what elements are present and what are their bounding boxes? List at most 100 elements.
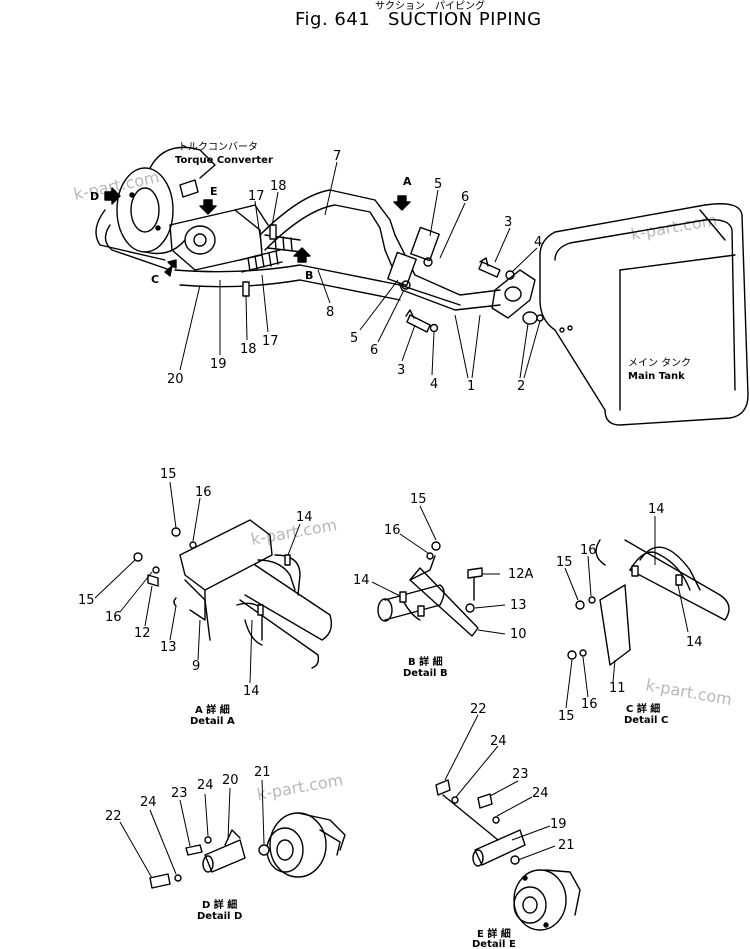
detail-d-drawing [149, 812, 346, 889]
callout-a-14-upper: 14 [296, 510, 313, 525]
detail-a-drawing [133, 519, 333, 669]
figure-number: Fig. 641 [295, 9, 370, 30]
pipe-left-loop [95, 209, 171, 271]
main-callouts: 7 5 6 3 4 18 17 8 5 6 3 4 1 2 20 19 18 1… [167, 149, 542, 394]
callout-3-upper: 3 [504, 215, 512, 230]
callout-a-16-lower: 16 [105, 610, 122, 625]
torque-converter [116, 146, 216, 255]
bolt-3-lower [405, 309, 439, 333]
callout-c-15-upper: 15 [556, 555, 573, 570]
figure-title: SUCTION PIPING [388, 9, 542, 30]
detail-c-leaders [564, 516, 689, 709]
callout-19: 19 [210, 357, 227, 372]
bolt-3-upper [478, 257, 515, 280]
callout-c-16-upper: 16 [580, 543, 597, 558]
callout-e-21: 21 [558, 838, 575, 853]
callout-2: 2 [517, 379, 525, 394]
callout-d-23: 23 [171, 786, 188, 801]
callout-c-15-lower: 15 [558, 709, 575, 724]
detail-b-callouts: 15 16 14 12A 13 10 B 詳 細 Detail B [353, 492, 534, 679]
detail-e-callouts: 22 24 23 24 19 21 E 詳 細 Detail E [470, 702, 575, 949]
view-arrow-b [293, 247, 311, 263]
callout-e-22: 22 [470, 702, 487, 717]
detail-b-jp: B 詳 細 [408, 655, 443, 668]
callout-d-22: 22 [105, 809, 122, 824]
callout-20: 20 [167, 372, 184, 387]
callout-18-lower: 18 [240, 342, 257, 357]
main-assembly [95, 146, 749, 426]
main-tank-jp: メイン タンク [628, 357, 691, 369]
callout-b-16: 16 [384, 523, 401, 538]
detail-a-jp: A 詳 細 [195, 703, 230, 716]
callout-a-9: 9 [192, 659, 200, 674]
detail-c-label: Detail C [624, 715, 668, 726]
callout-c-14-lower: 14 [686, 635, 703, 650]
detail-c-drawing [567, 539, 730, 666]
detail-a-label: Detail A [190, 716, 235, 727]
callout-c-11: 11 [609, 681, 626, 696]
callout-3-lower: 3 [397, 363, 405, 378]
callout-6-lower: 6 [370, 343, 378, 358]
callout-c-16-lower: 16 [581, 697, 598, 712]
pipe-lower [174, 264, 461, 306]
main-tank-label: Main Tank [628, 371, 685, 382]
detail-c-jp: C 詳 細 [626, 702, 660, 715]
detail-e-leaders [444, 714, 556, 861]
detail-b-drawing [377, 541, 483, 637]
detail-d-leaders [119, 779, 265, 879]
watermark-3: k-part.com [249, 515, 338, 549]
detail-e-jp: E 詳 細 [477, 927, 511, 940]
callout-8: 8 [326, 305, 334, 320]
callout-b-14: 14 [353, 573, 370, 588]
view-arrow-d [104, 187, 121, 205]
clamp-18-upper [269, 224, 277, 240]
detail-d-jp: D 詳 細 [202, 898, 237, 911]
callout-a-15-lower: 15 [78, 593, 95, 608]
callout-4-lower: 4 [430, 377, 438, 392]
callout-1: 1 [467, 379, 475, 394]
view-label-a: A [403, 175, 412, 188]
view-label-b: B [305, 269, 313, 282]
callout-e-23: 23 [512, 767, 529, 782]
callout-5-upper: 5 [434, 177, 442, 192]
callout-18-upper: 18 [270, 179, 287, 194]
detail-a-callouts: 15 16 14 15 16 12 13 9 14 A 詳 細 Detail A [78, 467, 313, 727]
callout-a-15-upper: 15 [160, 467, 177, 482]
callout-4-upper: 4 [534, 235, 542, 250]
callout-b-13: 13 [510, 598, 527, 613]
view-arrow-c [164, 259, 177, 277]
callout-a-16-upper: 16 [195, 485, 212, 500]
main-labels: トルクコンバータ Torque Converter メイン タンク Main T… [90, 141, 691, 382]
callout-7: 7 [333, 149, 341, 164]
callout-b-12a: 12A [508, 567, 534, 582]
main-leaders [179, 161, 541, 379]
pipe-main-7 [259, 189, 501, 311]
callout-c-14-upper: 14 [648, 502, 665, 517]
torque-converter-jp: トルクコンバータ [178, 141, 258, 153]
detail-d-label: Detail D [197, 911, 242, 922]
detail-e-label: Detail E [472, 939, 516, 949]
detail-b-leaders [371, 505, 506, 635]
view-label-d: D [90, 190, 99, 203]
callout-5-lower: 5 [350, 331, 358, 346]
view-label-e: E [210, 185, 218, 198]
callout-17-lower: 17 [262, 334, 279, 349]
flange-lower [387, 251, 417, 290]
detail-c-callouts: 14 15 16 14 15 16 11 C 詳 細 Detail C [556, 502, 703, 726]
callout-e-24-upper: 24 [490, 734, 507, 749]
callout-e-24-lower: 24 [532, 786, 549, 801]
callout-e-19: 19 [550, 817, 567, 832]
callout-d-20: 20 [222, 773, 239, 788]
main-tank [539, 203, 749, 426]
title-japanese: サクション パイピング [375, 0, 485, 12]
callout-6-upper: 6 [461, 190, 469, 205]
callout-d-24-left: 24 [140, 795, 157, 810]
view-arrow-a [393, 195, 411, 211]
detail-d-callouts: 22 24 23 24 20 21 D 詳 細 Detail D [105, 765, 271, 922]
callout-a-13: 13 [160, 640, 177, 655]
callout-b-15: 15 [410, 492, 427, 507]
detail-a-leaders [94, 481, 301, 684]
hose-17 [239, 234, 303, 273]
callout-a-12: 12 [134, 626, 151, 641]
